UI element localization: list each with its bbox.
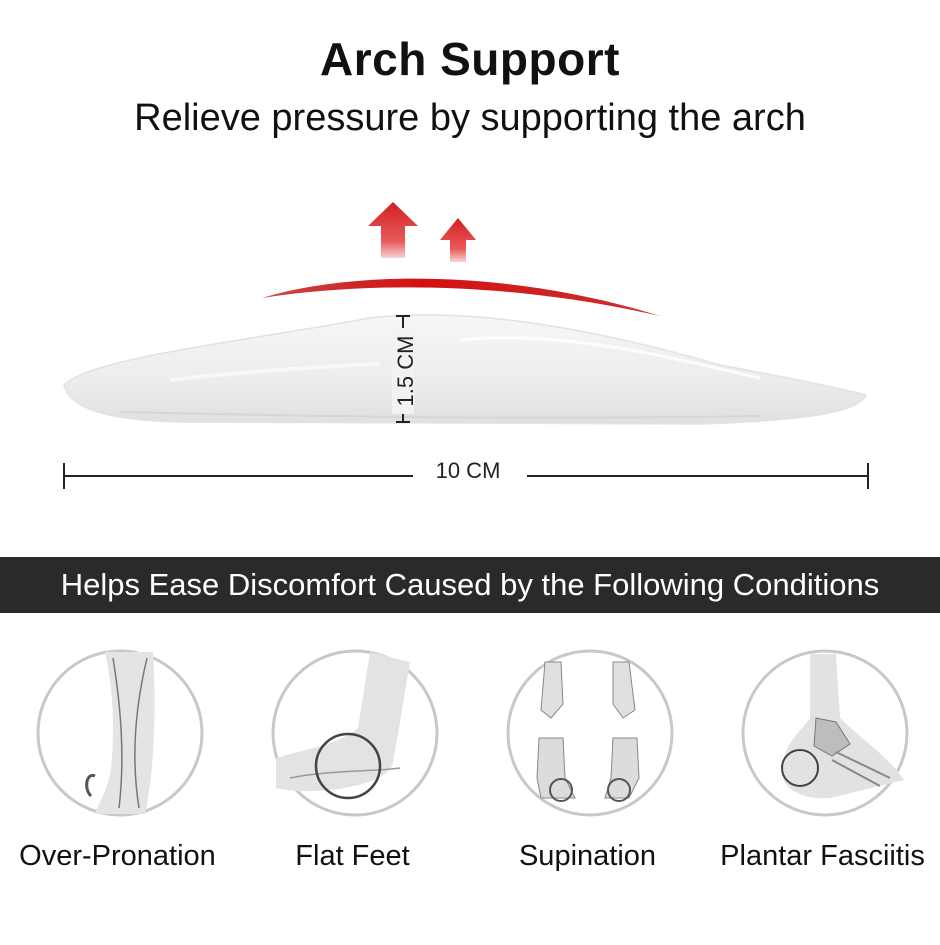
height-label: 1.5 CM xyxy=(393,336,418,407)
flat-feet-icon xyxy=(271,649,439,817)
pressure-curve xyxy=(262,278,660,316)
page-title: Arch Support xyxy=(320,33,620,85)
height-dimension: 1.5 CM xyxy=(392,315,418,423)
length-dimension: 10 CM xyxy=(63,458,869,489)
condition-plantar-fasciitis: Plantar Fasciitis xyxy=(705,640,940,890)
conditions-list: Over-Pronation Flat Feet Supination xyxy=(0,640,940,900)
arch-support-illustration: 1.5 CM 10 CM xyxy=(63,202,869,489)
condition-label: Plantar Fasciitis xyxy=(720,840,925,872)
arch-insert xyxy=(63,314,868,425)
condition-label: Flat Feet xyxy=(295,840,410,872)
condition-flat-feet: Flat Feet xyxy=(235,640,470,890)
condition-label: Over-Pronation xyxy=(19,840,216,872)
length-label: 10 CM xyxy=(436,458,501,483)
arrow-up-icon xyxy=(440,218,476,262)
condition-label: Supination xyxy=(518,840,657,872)
over-pronation-icon xyxy=(36,649,204,817)
page-subtitle: Relieve pressure by supporting the arch xyxy=(134,97,806,139)
arrow-up-icon xyxy=(368,202,418,258)
conditions-banner: Helps Ease Discomfort Caused by the Foll… xyxy=(0,557,940,613)
plantar-fasciitis-icon xyxy=(741,649,909,817)
supination-icon xyxy=(506,649,674,817)
condition-over-pronation: Over-Pronation xyxy=(0,640,235,890)
condition-supination: Supination xyxy=(470,640,705,890)
